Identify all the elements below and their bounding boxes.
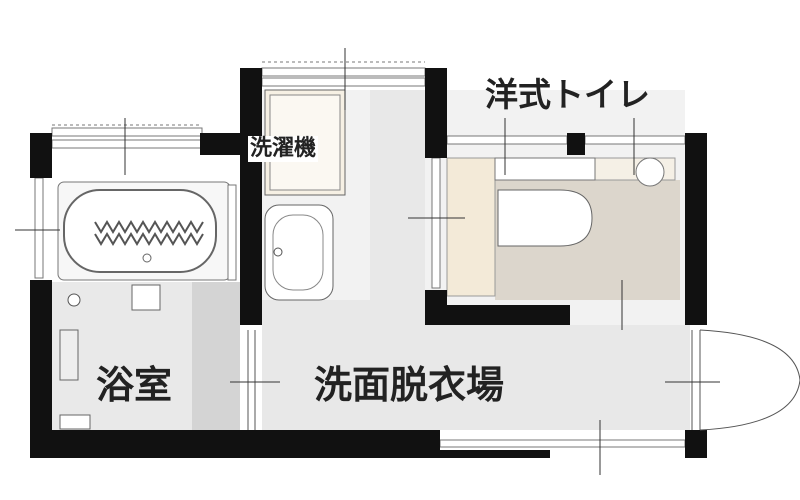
toilet-counter	[446, 157, 496, 297]
corridor-floor-shade	[262, 90, 690, 430]
toilet-tank	[494, 157, 596, 181]
label-bathroom: 浴室	[96, 363, 173, 407]
grid-marks	[15, 48, 720, 475]
label-washroom: 洗面脱衣場	[314, 363, 505, 407]
toilet-bowl	[497, 189, 593, 247]
label-washing-machine: 洗濯機	[248, 136, 319, 162]
walls	[30, 68, 707, 458]
label-toilet: 洋式トイレ	[485, 75, 650, 114]
doors	[247, 329, 800, 431]
